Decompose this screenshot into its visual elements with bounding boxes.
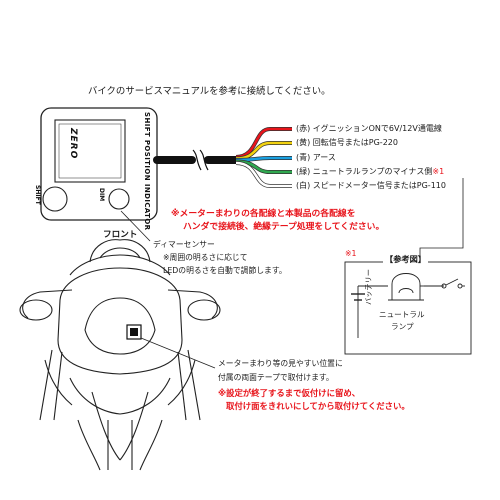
battery-label: バッテリー [364,269,373,305]
mount-warning-1: ※設定が終了するまで仮付けに留め、 [218,388,361,398]
wire-label: (黄) 回転信号またはPG-220 [296,137,398,147]
motorcycle-front [19,239,221,471]
device-logo: ZERO [68,128,78,160]
front-label: フロント [103,230,138,240]
reference-circuit [344,261,472,355]
wire-outline [235,161,292,188]
indicator-device [40,107,158,221]
dimmer-title: ディマーセンサー [153,240,215,249]
wire-label-text: (緑) ニュートラルランプのマイナス側 [296,166,433,176]
wire-label-text: (黄) 回転信号またはPG-220 [296,137,398,147]
wire-label-text: (赤) イグニッションONで6V/12V通電線 [296,123,442,133]
warning-line-1: ※メーターまわりの各配線と本製品の各配線を [171,209,356,219]
ref-mark: ※1 [345,249,357,258]
mounted-indicator [126,324,142,340]
instruction-heading: バイクのサービスマニュアルを参考に接続してください。 [88,86,331,97]
device-side-label: SHIFT POSITION INDICATOR [143,112,151,231]
wire-label-text: (青) アース [296,152,336,162]
shift-button[interactable] [43,187,67,211]
main-cable [153,149,240,171]
dim-label: DIM [98,188,105,202]
mount-line-2: 付属の両面テープで取付けます。 [218,373,334,382]
shift-label: SHIFT [34,185,41,205]
dim-sensor [109,189,129,209]
wire-label-note: ※1 [432,166,445,176]
ref-title: 【参考図】 [383,254,428,264]
wire-label: (白) スピードメーター信号またはPG-110 [296,180,446,190]
wire-label-text: (白) スピードメーター信号またはPG-110 [296,180,446,190]
wire-bundle [235,127,292,188]
wire-label: (赤) イグニッションONで6V/12V通電線 [296,123,442,133]
dimmer-line-1: ※周囲の明るさに応じて [163,253,248,262]
wire-label: (青) アース [296,152,336,162]
warning-line-2: ハンダで接続後、絶縁テープ処理をしてください。 [183,222,385,232]
mount-line-1: メーターまわり等の見やすい位置に [218,359,343,368]
dimmer-line-2: LEDの明るさを自動で調節します。 [163,266,287,275]
wire-label: (緑) ニュートラルランプのマイナス側※1 [296,166,445,176]
lamp-label-2: ランプ [391,322,414,331]
lamp-label-1: ニュートラル [379,310,425,319]
mount-warning-2: 取付け面をきれいにしてから取付けてください。 [226,401,410,411]
wire-5 [235,161,292,188]
